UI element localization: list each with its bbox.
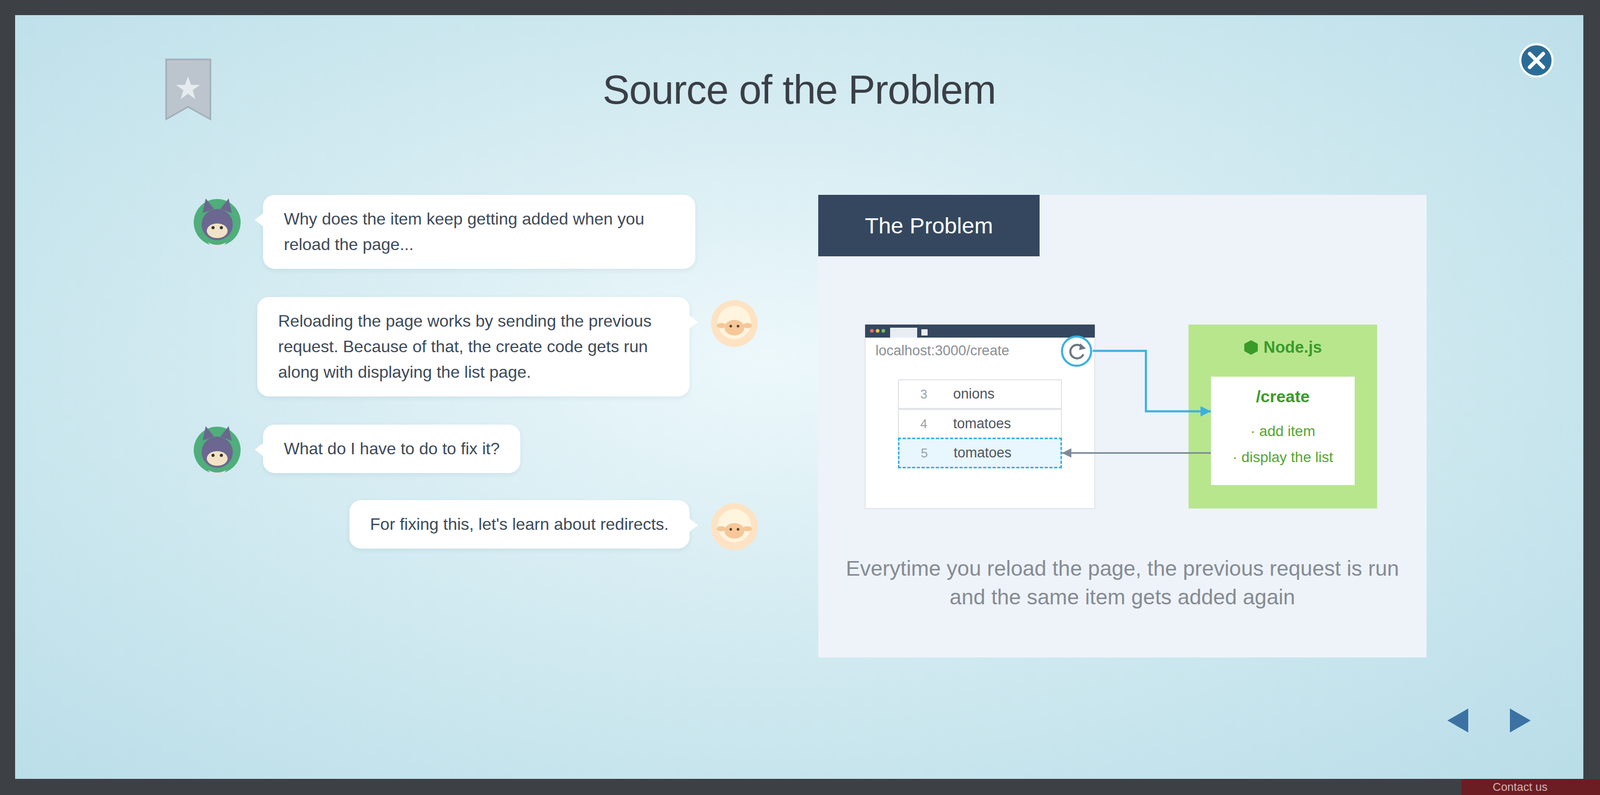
speech-bubble: Why does the item keep getting added whe…: [263, 194, 696, 269]
next-arrow: [1509, 708, 1531, 733]
panel-header-band: The Problem: [818, 194, 1040, 257]
server-box-ground: [1188, 324, 1378, 509]
cat-avatar-part: [193, 426, 241, 474]
sheep-avatar-part: [736, 325, 740, 328]
node-text: Reloading the page works by sending the …: [278, 308, 669, 385]
nodejs-icon: [1243, 339, 1259, 356]
cat-avatar-part: [207, 242, 227, 248]
sheep-avatar-part: [717, 305, 752, 340]
sheep-avatar-part: [742, 526, 753, 532]
cat-avatar-part: [201, 436, 233, 468]
server-box: Node.js/create · add item· display the li…: [1188, 324, 1378, 509]
sheep-avatar-part: [742, 322, 753, 329]
sheep-avatar-part: [729, 528, 733, 531]
close-button-part: [1520, 44, 1553, 77]
request-arrow: [1061, 452, 1211, 454]
node-text: localhost:3000/create: [870, 339, 1093, 363]
browser-window: [865, 324, 1095, 509]
sheep-avatar-part: [724, 319, 745, 336]
browser-window-part: [876, 329, 880, 333]
sheep-avatar-part: [736, 528, 740, 531]
node-text: Why does the item keep getting added whe…: [283, 206, 675, 258]
cat-avatar-part: [219, 453, 223, 457]
node-text: · add item: [1210, 418, 1355, 445]
contact-button: Contact us: [1461, 779, 1600, 795]
sheep-avatar-part: [710, 300, 758, 347]
slide-title: Source of the Problem: [15, 67, 1584, 112]
sheep-avatar-part: [717, 508, 752, 543]
sheep-avatar-part: [724, 522, 745, 539]
cat-avatar-part: [193, 198, 241, 246]
browser-window-part: [890, 327, 918, 338]
browser-window-part: [881, 329, 886, 333]
sheep-avatar-part: [729, 325, 733, 328]
list-row-added: 5tomatoes: [897, 437, 1062, 469]
speech-bubble: Reloading the page works by sending the …: [257, 296, 690, 397]
node-text: 5: [899, 445, 954, 461]
browser-window-part: [865, 324, 1095, 509]
sheep-avatar: [710, 300, 758, 347]
problem-panel: Everytime you reload the page, the previ…: [818, 194, 1427, 658]
node-text: Node.js: [1263, 338, 1322, 357]
server-heading: Node.js: [1188, 338, 1378, 357]
request-arrow: [1092, 351, 1211, 412]
cat-avatar-part: [201, 208, 233, 241]
slide-ground: Source of the ProblemWhy does the item k…: [15, 15, 1584, 779]
node-text: tomatoes: [953, 415, 1011, 432]
sheep-avatar-part: [716, 322, 727, 329]
node-text: The Problem: [818, 194, 1040, 257]
cat-avatar: [193, 426, 241, 476]
cat-avatar-part: [211, 226, 215, 230]
panel-ground: [818, 194, 1427, 658]
node-text: What do I have to do to fix it?: [283, 435, 500, 462]
bookmark-icon-part: [176, 76, 200, 99]
browser-window-part: [921, 329, 928, 336]
node-text: For fixing this, let's learn about redir…: [370, 511, 669, 537]
node-text: onions: [953, 385, 995, 403]
bookmark-icon-part: [166, 59, 211, 120]
node-text: Everytime you reload the page, the previ…: [835, 554, 1409, 612]
node-text: tomatoes: [953, 444, 1012, 461]
cat-avatar-part: [206, 223, 228, 239]
node-text: /create: [1210, 384, 1355, 408]
cat-avatar-part: [206, 451, 228, 466]
node-text: 4: [898, 416, 954, 432]
bookmark-icon: [166, 59, 211, 120]
close-button: [1520, 44, 1553, 77]
node-text: 3: [898, 386, 954, 402]
address-bar: localhost:3000/create: [870, 339, 1093, 363]
list-row: 4tomatoes: [897, 408, 1062, 439]
browser-window-part: [865, 324, 1095, 338]
cat-avatar-part: [211, 453, 215, 457]
cat-avatar: [193, 198, 241, 248]
cat-avatar-part: [219, 226, 223, 230]
close-button-part: [1529, 53, 1544, 68]
cat-avatar-part: [207, 469, 227, 476]
sheep-avatar-part: [710, 503, 758, 550]
speech-bubble: For fixing this, let's learn about redir…: [349, 500, 690, 549]
browser-window-part: [870, 329, 874, 333]
speech-bubble: What do I have to do to fix it?: [263, 424, 521, 473]
route-box: /create · add item· display the list: [1210, 376, 1355, 485]
sheep-avatar: [710, 503, 758, 550]
sheep-avatar-part: [716, 526, 727, 532]
previous-arrow: [1447, 708, 1469, 733]
node-text: · display the list: [1210, 444, 1355, 471]
nodejs-icon-shape: [1244, 340, 1258, 355]
list-row: 3onions: [897, 379, 1062, 409]
